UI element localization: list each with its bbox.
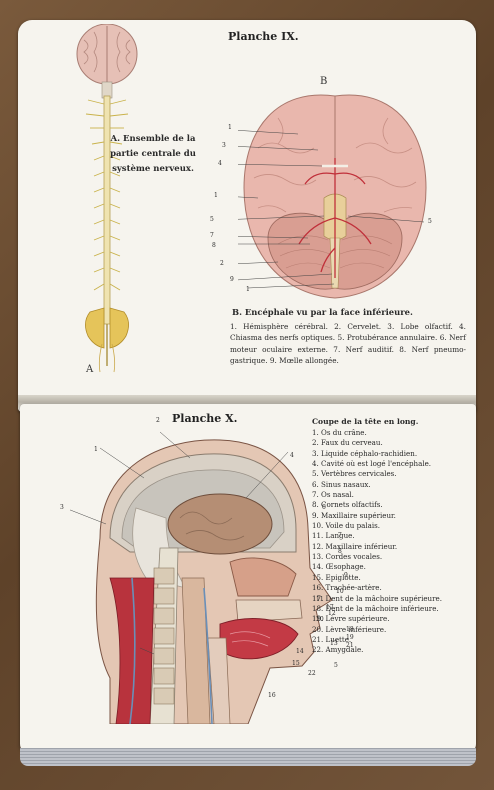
brain-label: 2	[220, 260, 224, 267]
legend-item: 19. Lèvre supérieure.	[312, 614, 390, 624]
head-label: 22	[308, 670, 316, 677]
book-cover-edge	[20, 748, 476, 766]
legend-item: 12. Maxillaire inférieur.	[312, 541, 398, 551]
legend-item: 5. Vertèbres cervicales.	[312, 469, 397, 479]
legend-planche-x: Coupe de la tête en long. 1. Os du crâne…	[312, 417, 472, 656]
brain-label: 5	[210, 216, 214, 223]
head-label: 11	[316, 596, 324, 603]
head-label: 2	[156, 417, 160, 424]
legend-title: Coupe de la tête en long.	[312, 417, 419, 426]
legend-item: 18. Dent de la mâchoire inférieure.	[312, 603, 439, 613]
plate-ix-title: Planche IX.	[228, 30, 299, 43]
legend-item: 2. Faux du cerveau.	[312, 438, 383, 448]
legend-item: 13. Cordes vocales.	[312, 552, 383, 562]
brain-label: 7	[210, 232, 214, 239]
brain-label: 9	[230, 276, 234, 283]
figure-a-letter: A	[86, 364, 94, 375]
legend-item: 17. Dent de la mâchoire supérieure.	[312, 593, 442, 603]
legend-item: 21. Luette.	[312, 634, 352, 644]
legend-item: 22. Amygdale.	[312, 645, 364, 655]
legend-item: 20. Lèvre inférieure.	[312, 624, 387, 634]
head-label: 18	[346, 626, 354, 633]
legend-item: 15. Epiglotte.	[312, 572, 361, 582]
head-label: 16	[268, 692, 276, 699]
head-label: 10	[336, 588, 344, 595]
brain-label: 1	[228, 124, 232, 131]
figure-b-letter: B	[320, 76, 328, 87]
head-label: 9	[344, 572, 348, 579]
legend-item: 14. Œsophage.	[312, 562, 366, 572]
head-label: 19	[346, 634, 354, 641]
head-label: 12	[328, 610, 336, 617]
legend-item: 16. Trachée-artère.	[312, 583, 382, 593]
head-label: 1	[94, 446, 98, 453]
head-label: 3	[60, 504, 64, 511]
head-label: 4	[290, 452, 294, 459]
head-label: 5	[334, 662, 338, 669]
caption-a: A. Ensemble de la partie centrale du sys…	[110, 134, 196, 174]
head-label: 17	[326, 604, 334, 611]
legend-item: 6. Sinus nasaux.	[312, 479, 371, 489]
legend-item: 7. Os nasal.	[312, 490, 354, 500]
brain-label: 8	[212, 242, 216, 249]
head-label: 7	[338, 532, 342, 539]
head-label: 15	[292, 660, 300, 667]
brain-label: 1	[246, 286, 250, 293]
figure-a-nervous-system	[76, 24, 138, 373]
caption-b-title: B. Encéphale vu par la face inférieure.	[232, 307, 413, 317]
head-label: 13	[330, 640, 338, 647]
legend-item: 8. Cornets olfactifs.	[312, 500, 383, 510]
head-label: 21	[346, 642, 354, 649]
head-label: 14	[296, 648, 304, 655]
head-label: 8	[338, 548, 342, 555]
brain-label: 1	[214, 192, 218, 199]
legend-item: 3. Liquide céphalo-rachidien.	[312, 448, 418, 458]
legend-item: 11. Langue.	[312, 531, 355, 541]
legend-item: 4. Cavité où est logé l'encéphale.	[312, 459, 432, 469]
plate-x-title: Planche X.	[172, 412, 238, 425]
legend-item: 1. Os du crâne.	[312, 428, 367, 437]
caption-b-body: 1. Hémisphère cérébral. 2. Cervelet. 3. …	[230, 322, 466, 366]
head-label: 6	[322, 504, 326, 511]
legend-item: 10. Voile du palais.	[312, 521, 381, 531]
figure-head-section	[70, 431, 333, 724]
legend-item: 9. Maxillaire supérieur.	[312, 510, 396, 520]
legend-list: 1. Os du crâne.2. Faux du cerveau.3. Liq…	[312, 428, 472, 656]
brain-label: 3	[222, 142, 226, 149]
brain-label: 4	[218, 160, 222, 167]
figure-b-brain-inferior	[238, 94, 427, 299]
head-label: 20	[316, 616, 324, 623]
brain-label: 5	[428, 218, 432, 225]
